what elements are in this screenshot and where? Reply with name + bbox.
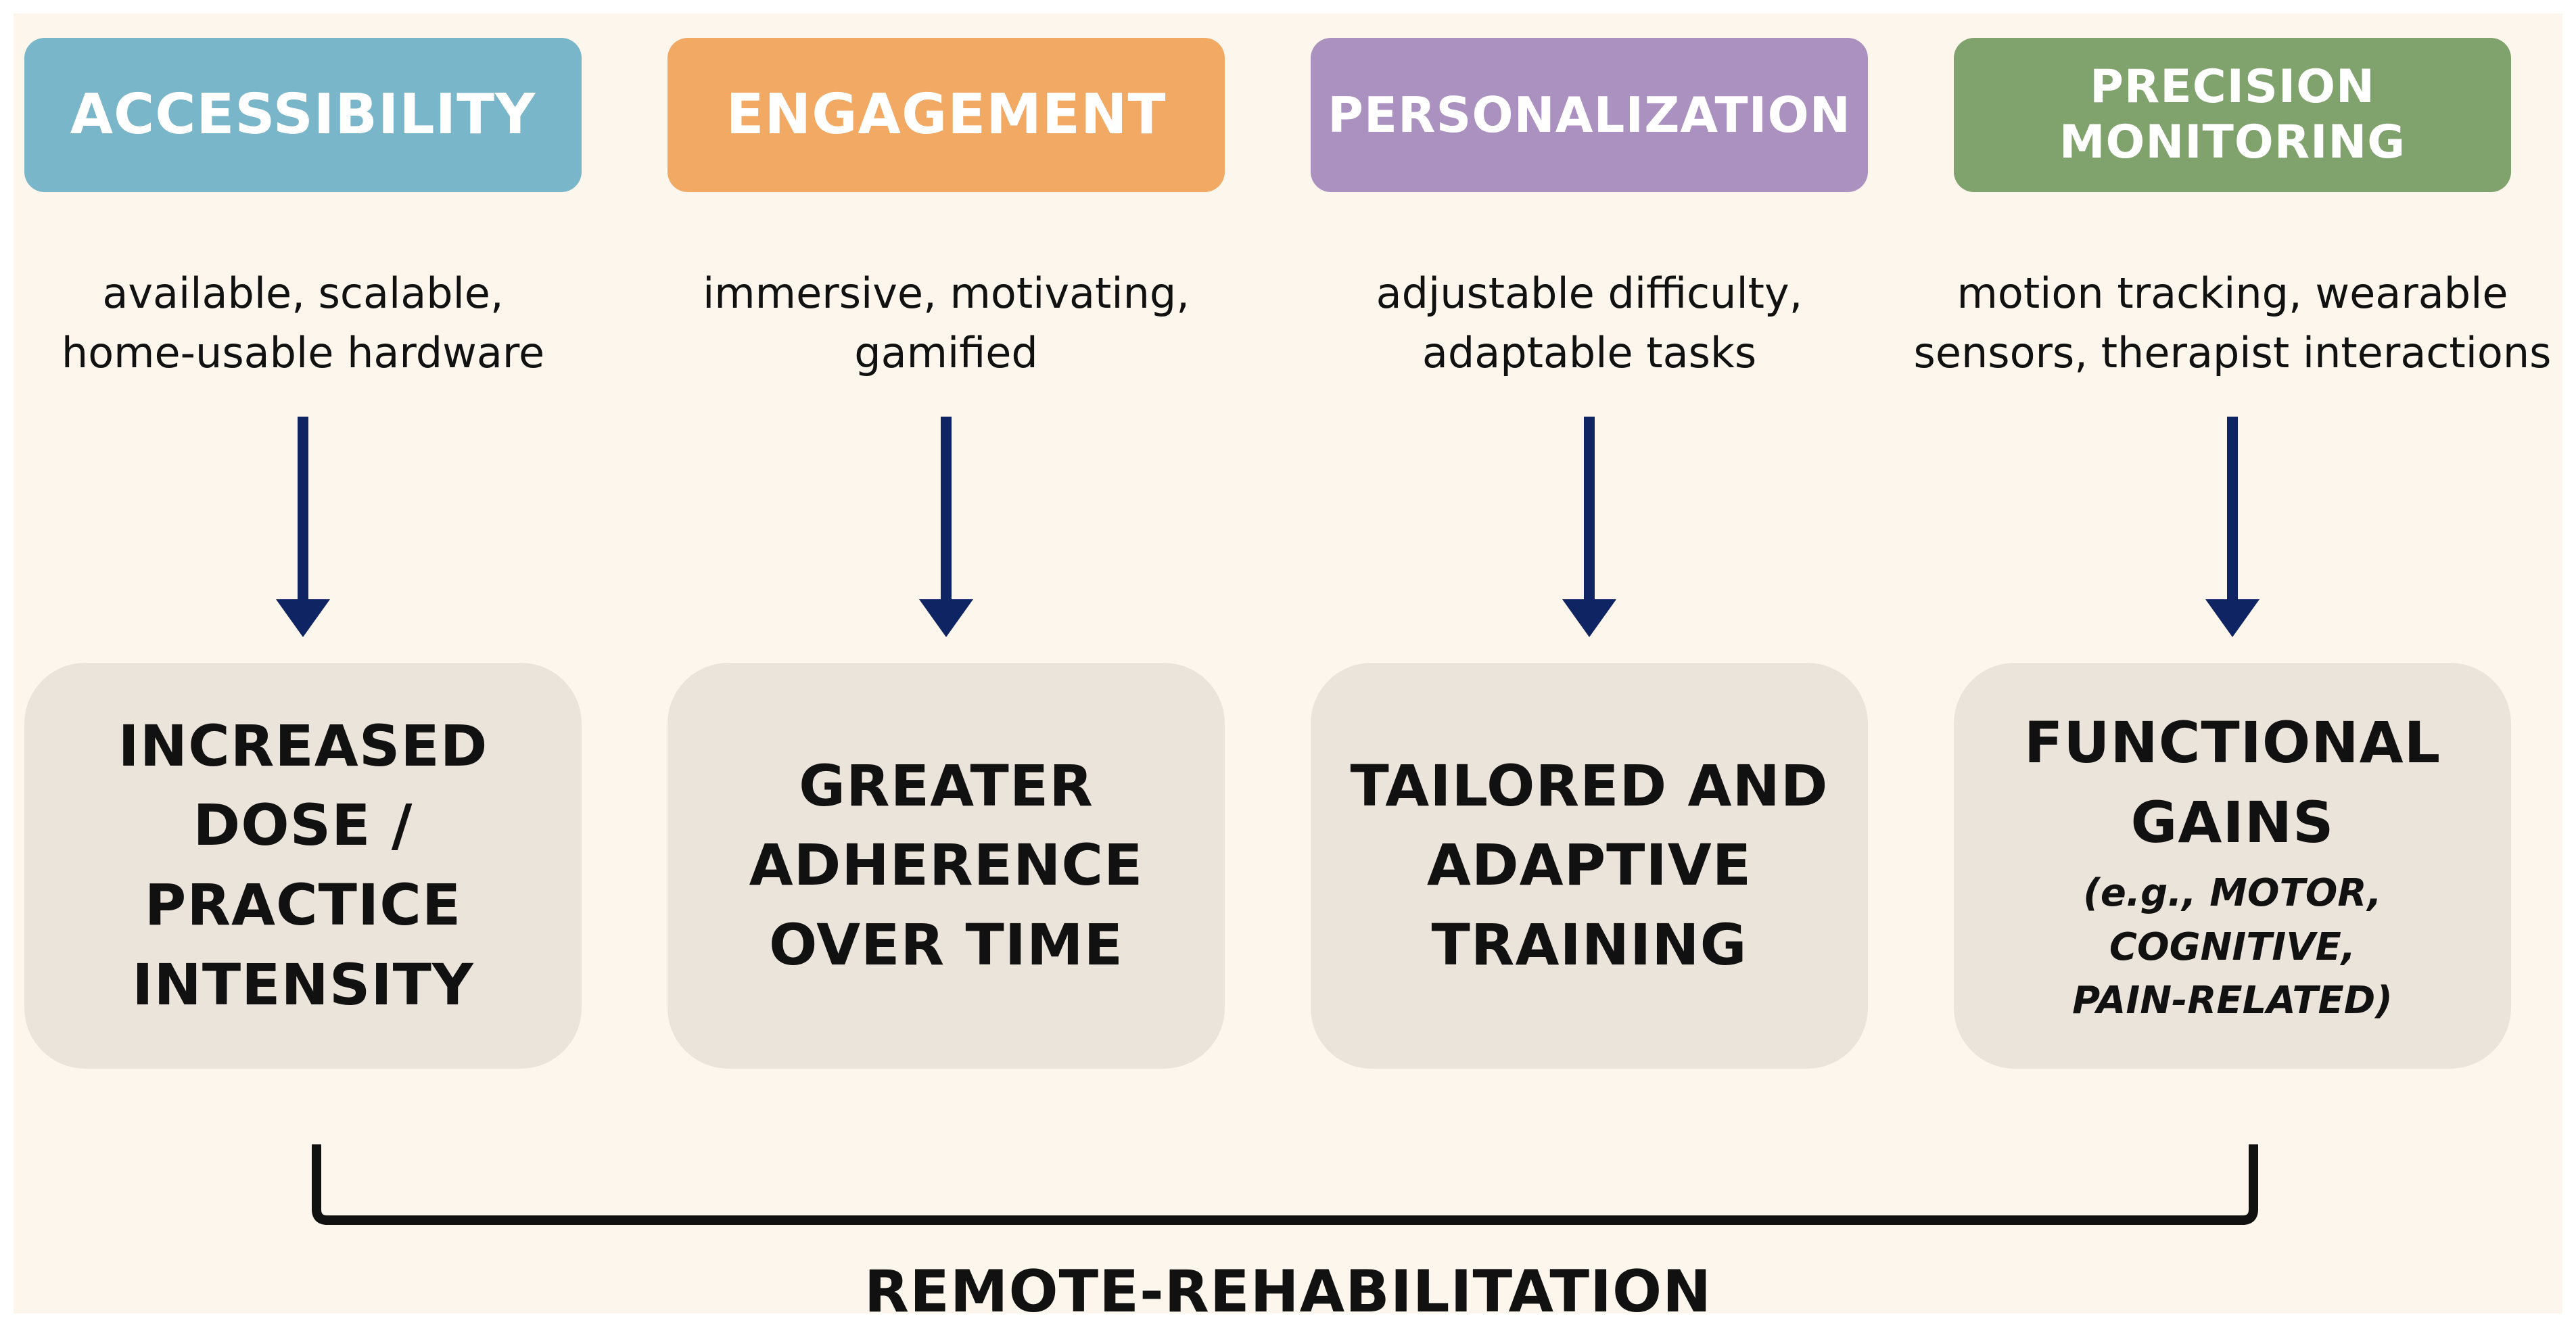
outcome-tailored-training: TAILORED AND ADAPTIVE TRAINING [1311, 663, 1868, 1069]
outcome-note: (e.g., MOTOR, COGNITIVE, PAIN-RELATED) [2072, 871, 2393, 1023]
header-label: PRECISION MONITORING [2059, 60, 2406, 169]
description-engagement: immersive, motivating, gamified [703, 269, 1190, 378]
header-engagement: ENGAGEMENT [668, 38, 1225, 192]
description-accessibility: available, scalable, home-usable hardwar… [61, 269, 545, 378]
header-label: PERSONALIZATION [1328, 86, 1851, 143]
header-label: ACCESSIBILITY [70, 82, 536, 147]
outcome-dose-intensity: INCREASED DOSE / PRACTICE INTENSITY [24, 663, 582, 1069]
outcome-functional-gains: FUNCTIONAL GAINS (e.g., MOTOR, COGNITIVE… [1954, 663, 2511, 1069]
outcome-title: FUNCTIONAL GAINS [2023, 709, 2441, 856]
header-precision-monitoring: PRECISION MONITORING [1954, 38, 2511, 192]
outcome-title: INCREASED DOSE / PRACTICE INTENSITY [118, 712, 488, 1018]
header-accessibility: ACCESSIBILITY [24, 38, 582, 192]
outcome-title: TAILORED AND ADAPTIVE TRAINING [1350, 752, 1829, 978]
header-label: ENGAGEMENT [726, 82, 1167, 147]
arrow-down-icon [2205, 417, 2259, 637]
outcome-adherence: GREATER ADHERENCE OVER TIME [668, 663, 1225, 1069]
description-precision-monitoring: motion tracking, wearable sensors, thera… [1913, 269, 2552, 378]
outcome-title: GREATER ADHERENCE OVER TIME [749, 752, 1144, 978]
diagram-canvas: ACCESSIBILITY available, scalable, home-… [14, 14, 2562, 1326]
description-personalization: adjustable difficulty, adaptable tasks [1376, 269, 1803, 378]
bracket-icon [312, 1144, 2258, 1225]
arrow-down-icon [276, 417, 330, 637]
header-personalization: PERSONALIZATION [1311, 38, 1868, 192]
arrow-down-icon [919, 417, 973, 637]
arrow-down-icon [1562, 417, 1616, 637]
footer-label: REMOTE-REHABILITATION [864, 1258, 1712, 1326]
